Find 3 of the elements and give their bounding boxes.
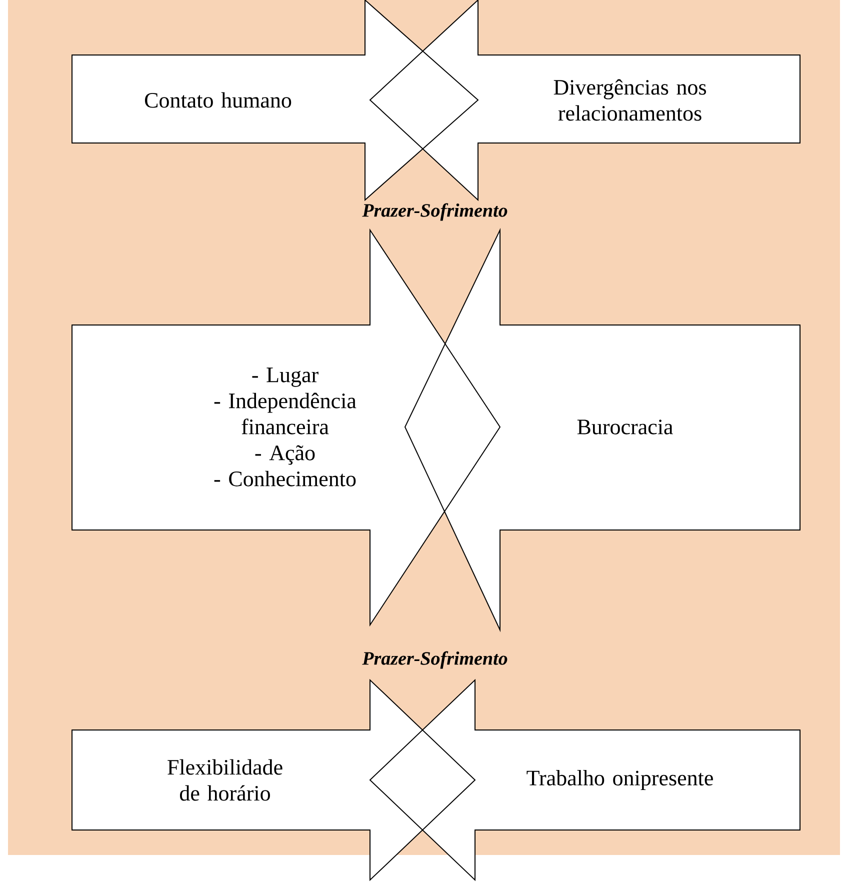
caption-label: Prazer-Sofrimento xyxy=(362,651,508,669)
caption-label: Prazer-Sofrimento xyxy=(362,203,508,221)
node-label: Flexibilidade de horário xyxy=(168,759,282,801)
